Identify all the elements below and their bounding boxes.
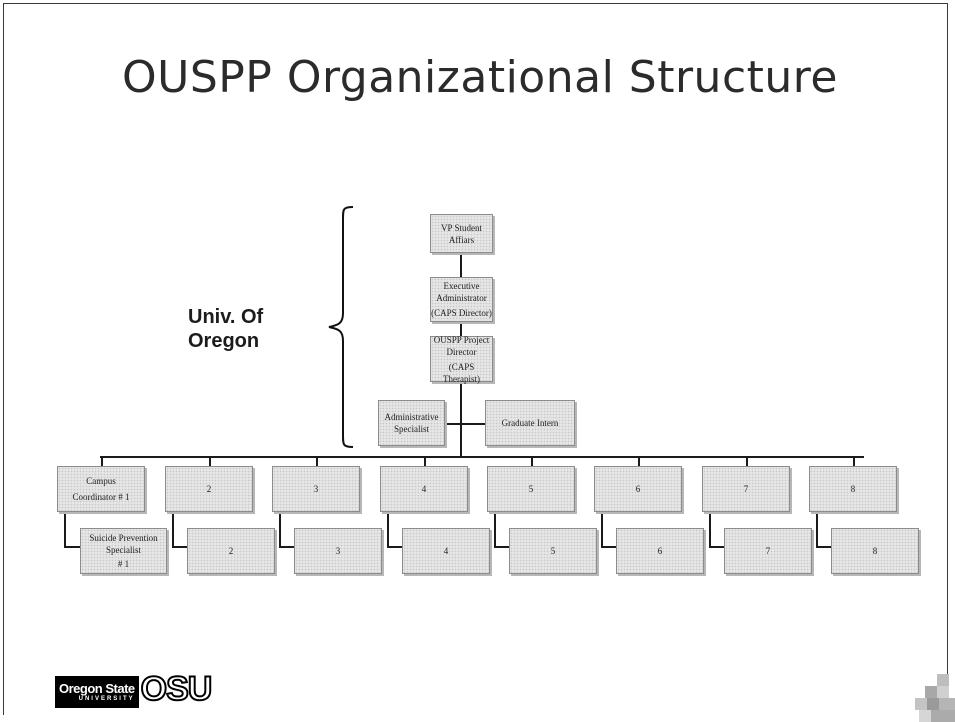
box-label-line: OUSPP Project: [433, 334, 490, 345]
box-label: 4: [421, 484, 427, 494]
coordinator-box: 6: [594, 466, 682, 512]
connector-line: [279, 512, 281, 548]
page-title: OUSPP Organizational Structure: [122, 52, 838, 103]
specialist-box: 3: [294, 528, 382, 574]
box-label-line: (CAPS Director): [431, 308, 492, 318]
connector-line: [172, 512, 174, 548]
specialist-box: 5: [509, 528, 597, 574]
specialist-box: 2: [187, 528, 275, 574]
vp-student-affairs-box: VP Student Affiars: [430, 214, 493, 253]
connector-line: [709, 512, 711, 548]
box-label: 8: [850, 484, 856, 494]
connector-line: [460, 253, 462, 277]
group-label-line2: Oregon: [188, 330, 260, 352]
administrative-specialist-box: Administrative Specialist: [378, 400, 445, 446]
project-director-box: OUSPP Project Director (CAPS Therapist): [430, 334, 493, 384]
suicide-prevention-specialist-box: Suicide Prevention Specialist # 1: [80, 528, 167, 574]
connector-line: [746, 456, 748, 466]
box-label: 3: [335, 546, 341, 556]
horizontal-connector: [100, 456, 864, 458]
osu-logo: Oregon State UNIVERSITY OSU: [55, 669, 214, 710]
connector-line: [279, 546, 295, 548]
box-label: 3: [313, 484, 319, 494]
box-label: 6: [635, 484, 641, 494]
box-label-line: Suicide Prevention: [89, 533, 158, 543]
connector-line: [172, 546, 188, 548]
connector-line: [638, 456, 640, 466]
connector-line: [460, 382, 462, 456]
connector-line: [387, 546, 403, 548]
group-label: Univ. Of Oregon: [188, 305, 308, 353]
connector-line: [531, 456, 533, 466]
connector-line: [816, 512, 818, 548]
box-label: 6: [657, 546, 663, 556]
connector-line: [601, 546, 617, 548]
coordinator-box: 4: [380, 466, 468, 512]
box-label-line: Administrator: [436, 293, 487, 303]
specialist-box: 6: [616, 528, 704, 574]
box-label: 4: [443, 546, 449, 556]
box-label: 8: [872, 546, 878, 556]
box-label-line: Campus: [86, 476, 116, 486]
connector-line: [494, 546, 510, 548]
slide-frame: [3, 3, 948, 715]
connector-line: [853, 456, 855, 466]
connector-line: [64, 546, 80, 548]
box-label: VP Student Affiars: [441, 222, 482, 245]
logo-wordmark-text: Oregon State: [59, 680, 135, 696]
box-label: 2: [206, 484, 212, 494]
box-label-line: Specialist: [394, 424, 429, 434]
connector-line: [709, 546, 725, 548]
box-label-line: Administrative: [384, 412, 439, 422]
campus-coordinator-box: Campus Coordinator # 1: [57, 466, 145, 512]
connector-line: [424, 456, 426, 466]
graduate-intern-box: Graduate Intern: [485, 400, 575, 446]
specialist-box: 8: [831, 528, 919, 574]
executive-administrator-box: Executive Administrator (CAPS Director): [430, 277, 493, 322]
box-label: 2: [228, 546, 234, 556]
box-label-line: # 1: [117, 559, 130, 569]
box-label: 7: [743, 484, 749, 494]
coordinator-box: 8: [809, 466, 897, 512]
coordinator-box: 3: [272, 466, 360, 512]
connector-line: [445, 423, 485, 425]
box-label: 5: [550, 546, 556, 556]
coordinator-box: 2: [165, 466, 253, 512]
box-label-line: Specialist: [106, 545, 141, 555]
connector-line: [601, 512, 603, 548]
box-label-line: Executive: [443, 281, 480, 291]
box-label-line: Director: [446, 346, 477, 357]
coordinator-box: 5: [487, 466, 575, 512]
specialist-box: 7: [724, 528, 812, 574]
box-label: Graduate Intern: [501, 418, 559, 428]
connector-line: [816, 546, 832, 548]
box-label: 5: [528, 484, 534, 494]
box-label-line: Coordinator # 1: [72, 492, 130, 502]
specialist-box: 4: [402, 528, 490, 574]
box-label-line: (CAPS Therapist): [443, 361, 480, 384]
coordinator-box: 7: [702, 466, 790, 512]
curly-brace: [328, 206, 354, 448]
connector-line: [494, 512, 496, 548]
connector-line: [460, 322, 462, 336]
logo-wordmark: Oregon State UNIVERSITY: [55, 676, 139, 708]
connector-line: [209, 456, 211, 466]
group-label-line1: Univ. Of: [188, 306, 264, 328]
connector-line: [387, 512, 389, 548]
connector-line: [316, 456, 318, 466]
logo-letters: OSU: [140, 669, 214, 709]
connector-line: [101, 456, 103, 466]
connector-line: [64, 512, 66, 548]
box-label: 7: [765, 546, 771, 556]
logo-sub-text: UNIVERSITY: [78, 695, 135, 702]
corner-decoration-icon: [915, 674, 955, 722]
